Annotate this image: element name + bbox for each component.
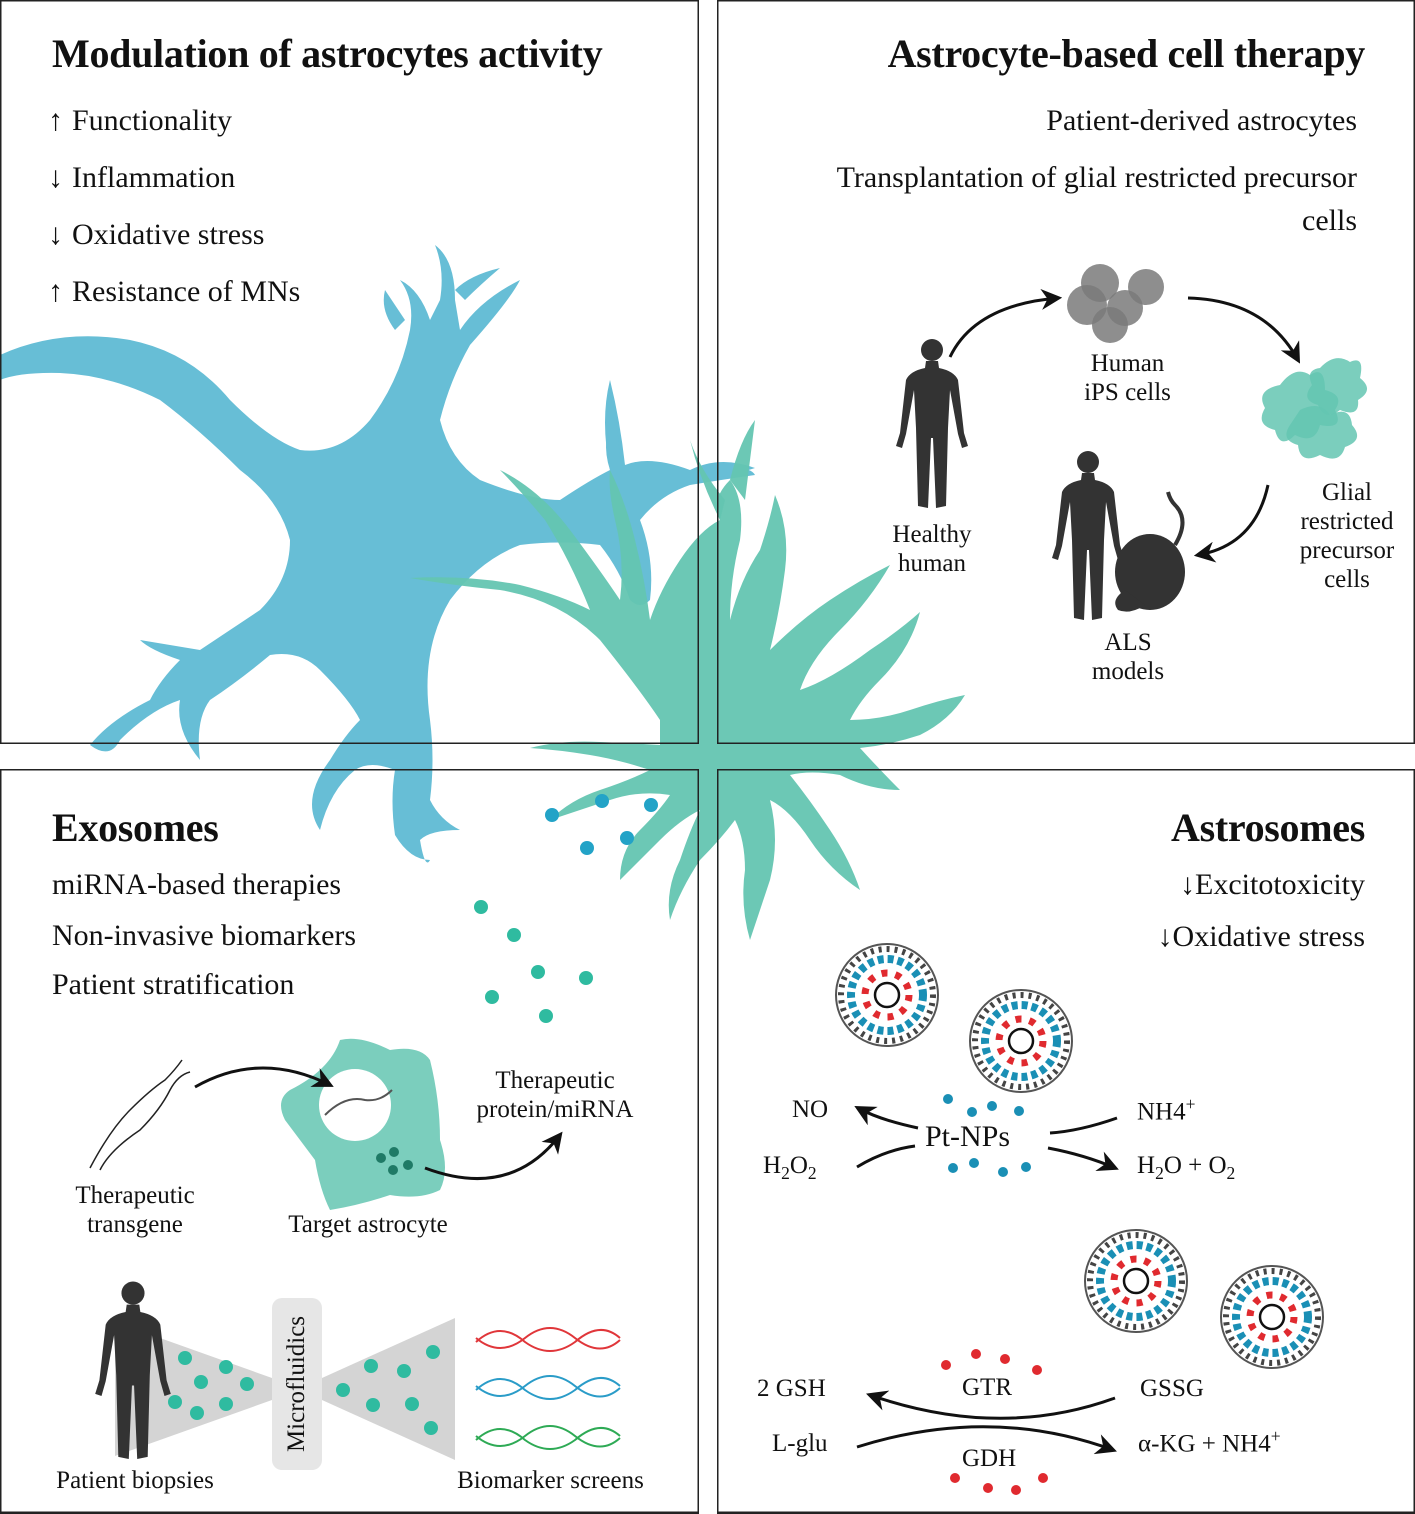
target-astrocyte-label: Target astrocyte xyxy=(288,1211,448,1238)
down-arrow-icon: ↓ xyxy=(48,161,63,194)
pt-nps-label: Pt-NPs xyxy=(925,1120,1011,1153)
up-arrow-icon: ↑ xyxy=(48,104,63,137)
modulation-item-label: Inflammation xyxy=(72,161,236,194)
modulation-item-label: Oxidative stress xyxy=(72,218,265,251)
gtr-label: GTR xyxy=(962,1374,1012,1401)
modulation-item: ↓ Oxidative stress xyxy=(48,218,264,252)
biomarker-screens-label: Biomarker screens xyxy=(457,1467,644,1494)
modulation-title: Modulation of astrocytes activity xyxy=(52,31,603,76)
gssg-label: GSSG xyxy=(1140,1375,1204,1402)
microfluidics-chip: Microfluidics xyxy=(272,1298,322,1470)
up-arrow-icon: ↑ xyxy=(48,275,63,308)
akg-nh4-label: α-KG + NH4+ xyxy=(1138,1426,1281,1458)
no-label: NO xyxy=(792,1096,829,1123)
exosomes-item: miRNA-based therapies xyxy=(52,868,342,901)
cell-therapy-item: cells xyxy=(1302,204,1357,237)
modulation-item-label: Resistance of MNs xyxy=(72,275,301,308)
h2o-o2-label: H2O + O2 xyxy=(1137,1152,1236,1183)
astrosomes-item-label: Excitotoxicity xyxy=(1195,868,1365,901)
microfluidics-label: Microfluidics xyxy=(283,1315,310,1453)
astrosomes-item-label: Oxidative stress xyxy=(1172,920,1365,953)
gsh-label: 2 GSH xyxy=(757,1375,826,1402)
l-glu-label: L-glu xyxy=(772,1430,828,1457)
modulation-item: ↓ Inflammation xyxy=(48,161,235,195)
nh4-label: NH4+ xyxy=(1137,1094,1196,1126)
modulation-item-label: Functionality xyxy=(72,104,232,137)
down-arrow-icon: ↓ xyxy=(48,218,63,251)
exosomes-item: Non-invasive biomarkers xyxy=(52,919,357,952)
cell-therapy-title: Astrocyte-based cell therapy xyxy=(887,31,1366,76)
astrosomes-item: ↓Excitotoxicity xyxy=(1171,868,1365,902)
gdh-label: GDH xyxy=(962,1445,1017,1472)
modulation-item: ↑ Functionality xyxy=(48,104,232,138)
modulation-item: ↑ Resistance of MNs xyxy=(48,275,300,309)
cell-therapy-item: Patient-derived astrocytes xyxy=(1046,104,1357,137)
astrosomes-title: Astrosomes xyxy=(1170,805,1365,850)
patient-biopsies-label: Patient biopsies xyxy=(56,1467,214,1494)
down-arrow-icon: ↓ xyxy=(1157,920,1173,953)
exosomes-item: Patient stratification xyxy=(52,968,295,1001)
exosomes-title: Exosomes xyxy=(52,805,219,850)
h2o2-label: H2O2 xyxy=(763,1152,817,1183)
cell-therapy-item: Transplantation of glial restricted prec… xyxy=(836,161,1357,194)
down-arrow-icon: ↓ xyxy=(1180,868,1196,901)
astrosomes-item: ↓Oxidative stress xyxy=(1149,920,1365,954)
